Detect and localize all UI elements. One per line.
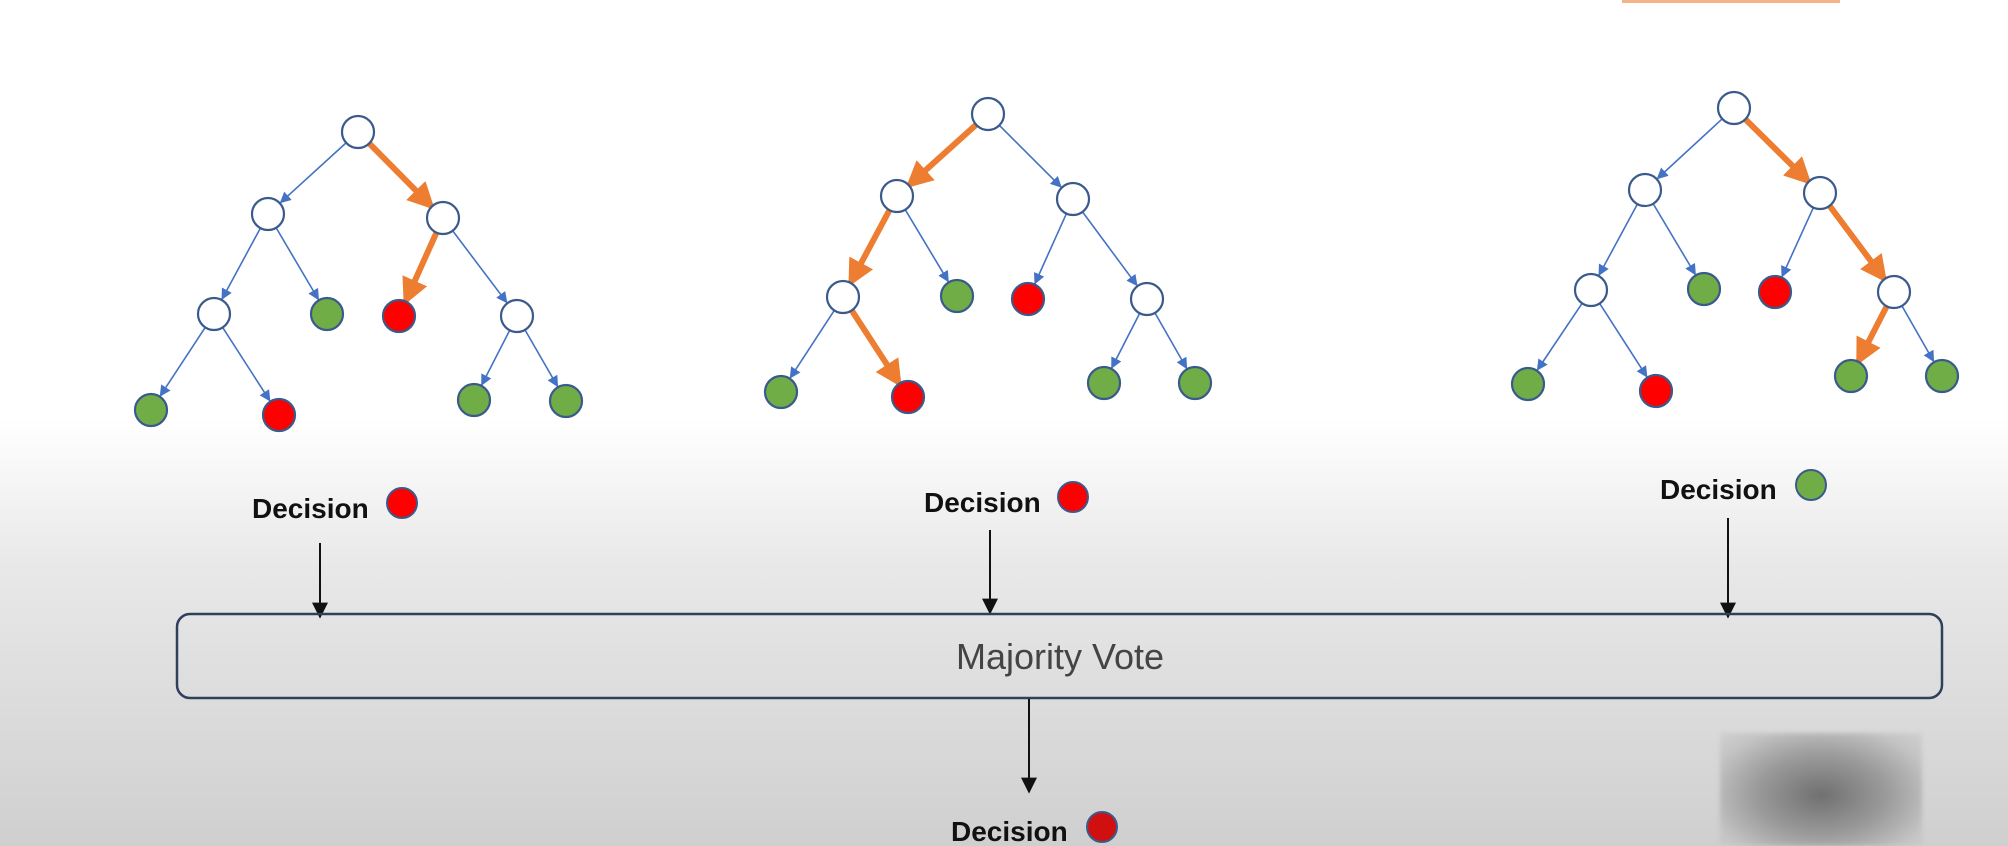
tree-2-decision: Decision <box>924 481 1089 518</box>
majority-vote-box: Majority Vote <box>175 612 1944 700</box>
tree-3-edge-c-g <box>1536 302 1583 371</box>
tree-2-node-a <box>879 178 915 214</box>
final-decision-label: Decision <box>951 816 1068 846</box>
trees-layer <box>133 90 1960 433</box>
tree-3-decision-dot <box>1795 469 1827 501</box>
top-accent-bar <box>1622 0 1840 3</box>
tree-2-path-edge-r-a <box>905 121 980 189</box>
tree-3-green-leaf-i <box>1833 358 1869 394</box>
tree-3-node-r <box>1716 90 1752 126</box>
tree-3-node-c <box>1573 272 1609 308</box>
tree-3-node-f <box>1876 274 1912 310</box>
tree-1-edge-c-h <box>221 326 271 402</box>
tree-1-edge-f-j <box>524 329 559 388</box>
tree-1-edge-f-i <box>480 329 511 386</box>
tree-3-green-leaf-j <box>1924 358 1960 394</box>
tree-3-decision: Decision <box>1660 469 1827 505</box>
tree-2-node-c <box>825 279 861 315</box>
tree-3-edge-a-c <box>1598 203 1639 277</box>
tree-3-decision-label: Decision <box>1660 474 1777 505</box>
tree-2-red-leaf-e <box>1010 281 1046 317</box>
tree-2-green-leaf-d <box>939 278 975 314</box>
tree-2-decision-dot <box>1057 481 1089 513</box>
tree-3-edge-c-h <box>1598 302 1648 378</box>
tree-1-green-leaf-i <box>456 382 492 418</box>
tree-1-node-b <box>425 200 461 236</box>
tree-1 <box>133 114 584 433</box>
tree-2-edge-f-j <box>1154 312 1188 370</box>
final-decision: Decision <box>951 811 1118 846</box>
tree-3-edge-r-a <box>1656 118 1724 180</box>
tree-3-red-leaf-e <box>1757 274 1793 310</box>
tree-1-path-edge-r-b <box>366 140 435 210</box>
tree-1-red-leaf-e <box>381 298 417 334</box>
tree-2-path-edge-c-h <box>848 307 902 388</box>
tree-1-edge-c-g <box>159 326 207 397</box>
tree-3-edge-a-d <box>1652 202 1697 276</box>
tree-3-node-a <box>1627 172 1663 208</box>
tree-2-green-leaf-g <box>763 374 799 410</box>
tree-1-decision: Decision <box>252 487 418 524</box>
tree-1-edge-b-f <box>451 229 508 304</box>
tree-2-red-leaf-h <box>890 379 926 415</box>
tree-1-decision-label: Decision <box>252 493 369 524</box>
tree-2-path-edge-a-c <box>848 207 893 287</box>
tree-1-path-edge-b-e <box>402 229 440 306</box>
tree-3-green-leaf-d <box>1686 271 1722 307</box>
tree-2-node-b <box>1055 181 1091 217</box>
tree-1-green-leaf-g <box>133 392 169 428</box>
tree-1-edge-a-d <box>275 226 320 301</box>
tree-2-green-leaf-j <box>1177 365 1213 401</box>
tree-3-edge-f-j <box>1901 305 1935 363</box>
tree-3-path-edge-r-b <box>1742 116 1812 185</box>
tree-2-node-r <box>970 96 1006 132</box>
tree-1-edge-a-c <box>221 227 262 301</box>
tree-3 <box>1510 90 1960 409</box>
tree-1-node-f <box>499 298 535 334</box>
majority-vote-frame <box>175 612 1944 700</box>
tree-2-edge-a-d <box>904 208 950 283</box>
tree-3-path-edge-f-i <box>1855 303 1890 366</box>
tree-1-decision-dot <box>386 487 418 519</box>
tree-2-edge-c-g <box>789 309 836 379</box>
tree-1-red-leaf-h <box>261 397 297 433</box>
tree-1-node-r <box>340 114 376 150</box>
tree-1-node-c <box>196 296 232 332</box>
tree-2-decision-label: Decision <box>924 487 1041 518</box>
tree-3-red-leaf-h <box>1638 373 1674 409</box>
tree-3-path-edge-b-f <box>1826 202 1888 283</box>
tree-2-edge-b-f <box>1081 211 1138 287</box>
final-decision-dot <box>1086 811 1118 843</box>
majority-vote-label: Majority Vote <box>956 636 1164 677</box>
tree-2-green-leaf-i <box>1086 365 1122 401</box>
blurred-video-thumbnail <box>1720 733 1922 846</box>
tree-3-node-b <box>1802 175 1838 211</box>
tree-1-green-leaf-d <box>309 296 345 332</box>
tree-2-node-f <box>1129 281 1165 317</box>
tree-2-edge-f-i <box>1110 312 1141 369</box>
tree-2 <box>763 96 1213 415</box>
tree-3-green-leaf-g <box>1510 366 1546 402</box>
tree-1-edge-r-a <box>279 141 347 204</box>
tree-1-node-a <box>250 196 286 232</box>
tree-1-green-leaf-j <box>548 383 584 419</box>
tree-3-edge-b-e <box>1781 206 1815 278</box>
tree-2-edge-r-b <box>998 124 1062 188</box>
tree-2-edge-b-e <box>1034 212 1068 285</box>
